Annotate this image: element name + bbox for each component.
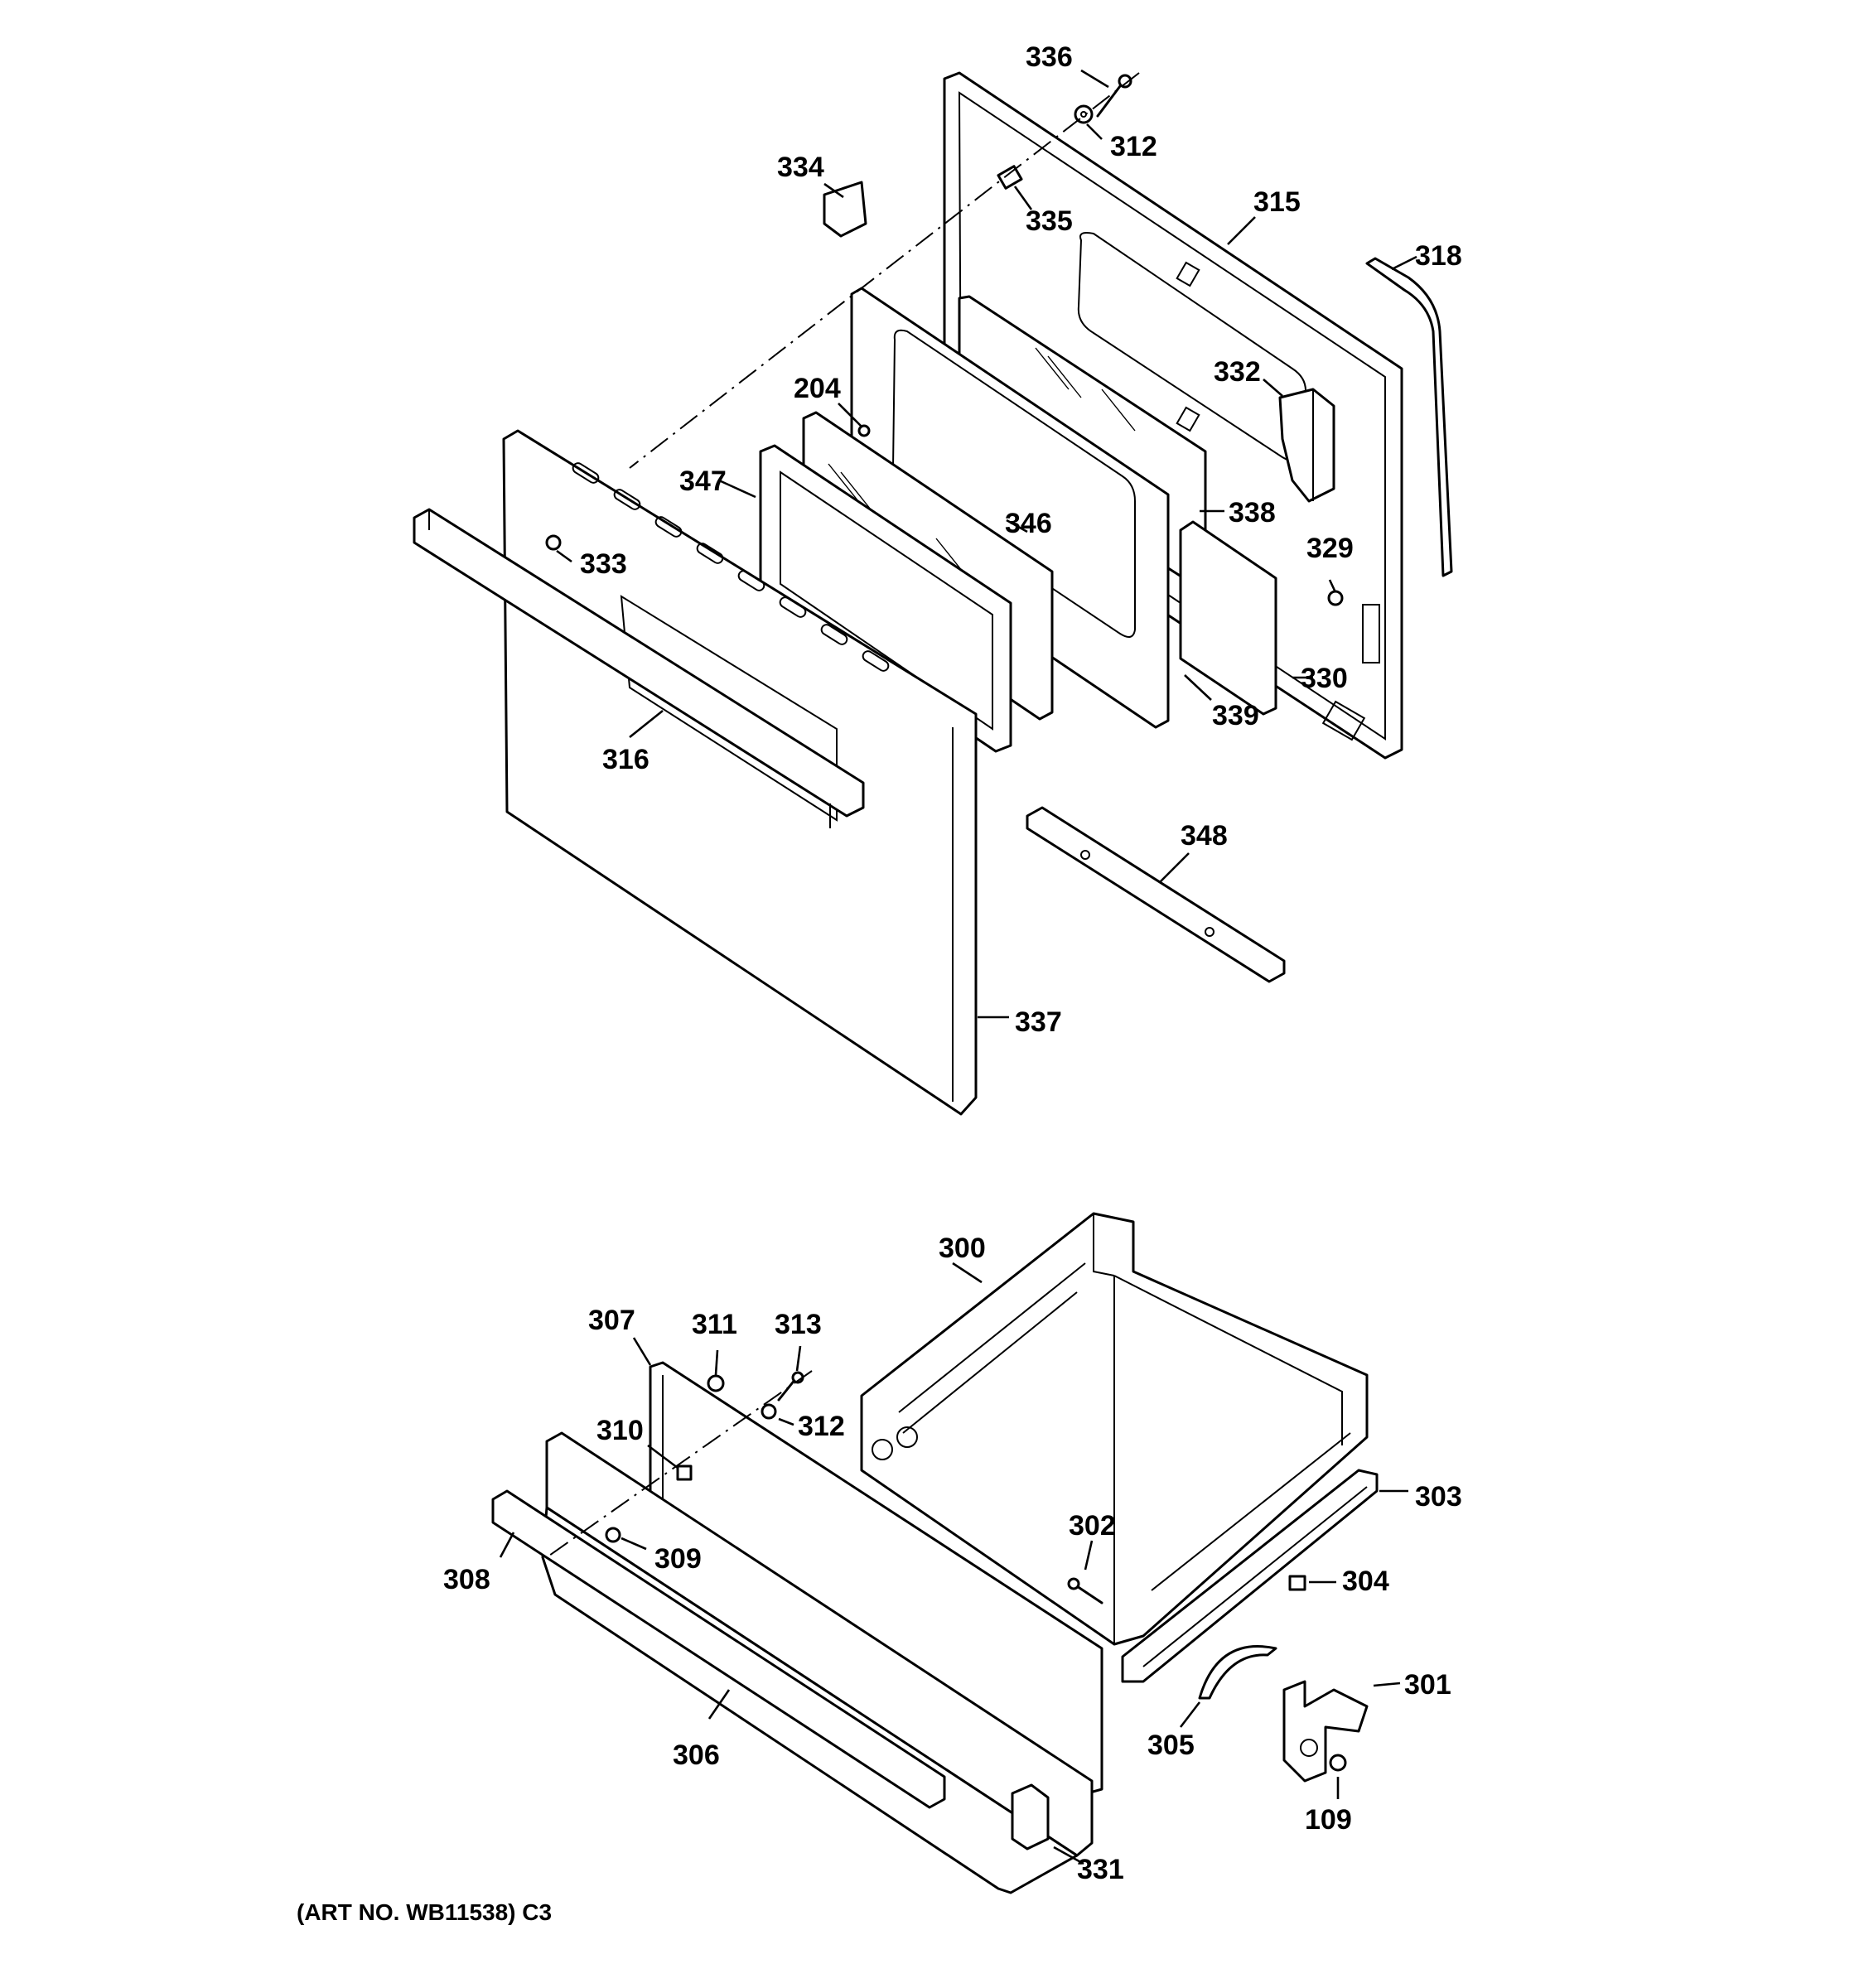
part-316-door-handle: [413, 508, 865, 828]
hardware-washer-312-lower: [761, 1403, 777, 1420]
part-337-outer-door: [502, 429, 978, 1116]
hardware-screw-329: [1327, 590, 1344, 606]
callout-315: 315: [1253, 186, 1301, 218]
callout-348: 348: [1181, 820, 1228, 852]
hardware-302: [1067, 1577, 1103, 1604]
callout-316: 316: [602, 744, 650, 775]
callout-310: 310: [596, 1415, 644, 1446]
callout-313: 313: [775, 1309, 822, 1340]
callout-312-top: 312: [1110, 131, 1157, 162]
door-vent-slots: [572, 462, 890, 672]
hardware-311: [707, 1374, 725, 1392]
hardware-screw-313: [777, 1371, 804, 1402]
callout-332: 332: [1214, 356, 1261, 388]
callout-304: 304: [1342, 1566, 1389, 1597]
part-332-insulation: [1278, 388, 1335, 503]
part-308-drawer-handle: [491, 1489, 946, 1809]
callout-301: 301: [1404, 1669, 1451, 1701]
hardware-hinge-335: [997, 165, 1023, 190]
hardware-screw-204: [857, 424, 871, 437]
callout-303: 303: [1415, 1481, 1462, 1513]
callout-338: 338: [1229, 497, 1276, 528]
callout-300: 300: [939, 1233, 986, 1264]
hardware-304: [1288, 1575, 1306, 1591]
hardware-screw-333: [545, 534, 562, 551]
callout-306: 306: [673, 1740, 720, 1771]
hardware-309: [605, 1527, 621, 1543]
callout-307: 307: [588, 1305, 635, 1336]
callout-331: 331: [1077, 1854, 1124, 1885]
art-number: (ART NO. WB11538) C3: [297, 1899, 552, 1925]
callout-312-lower: 312: [798, 1411, 845, 1442]
part-339-insulation-panel: [1179, 520, 1277, 716]
callout-109: 109: [1305, 1804, 1352, 1836]
part-331-bracket: [1011, 1783, 1050, 1850]
hardware-310: [676, 1464, 693, 1481]
part-303-slide-rail: [1121, 1469, 1379, 1683]
callout-336: 336: [1026, 41, 1073, 73]
callout-337: 337: [1015, 1006, 1062, 1038]
callout-302: 302: [1069, 1510, 1116, 1542]
callout-309: 309: [654, 1543, 702, 1575]
callout-318: 318: [1415, 240, 1462, 272]
assembly-axis-lower: [546, 1370, 813, 1558]
callout-334: 334: [777, 152, 824, 183]
callout-346: 346: [1005, 508, 1052, 539]
part-348-bracket: [1026, 806, 1286, 983]
callout-labels: 336 312 334 335 315 318 332 204 347 346 …: [297, 41, 1462, 1925]
assembly-axis-upper: [629, 72, 1140, 469]
callout-308: 308: [443, 1564, 490, 1595]
callout-347: 347: [679, 466, 727, 497]
callout-339: 339: [1212, 700, 1259, 731]
callout-305: 305: [1147, 1730, 1195, 1761]
part-300-drawer-body: [860, 1212, 1369, 1646]
hardware-109: [1329, 1754, 1347, 1772]
hardware-clip-334: [823, 181, 867, 238]
callout-335: 335: [1026, 205, 1073, 237]
part-301-hinge-plate: [1282, 1680, 1369, 1783]
hardware-screw-336: [1096, 74, 1132, 118]
callout-311: 311: [692, 1309, 737, 1340]
leader-lines: [499, 69, 1417, 1865]
callout-204: 204: [794, 373, 841, 404]
callout-333: 333: [580, 548, 627, 580]
callout-330: 330: [1301, 663, 1348, 694]
part-318-door-gasket: [1365, 257, 1453, 577]
part-305-spring-clip: [1198, 1645, 1277, 1700]
callout-329: 329: [1306, 533, 1354, 564]
